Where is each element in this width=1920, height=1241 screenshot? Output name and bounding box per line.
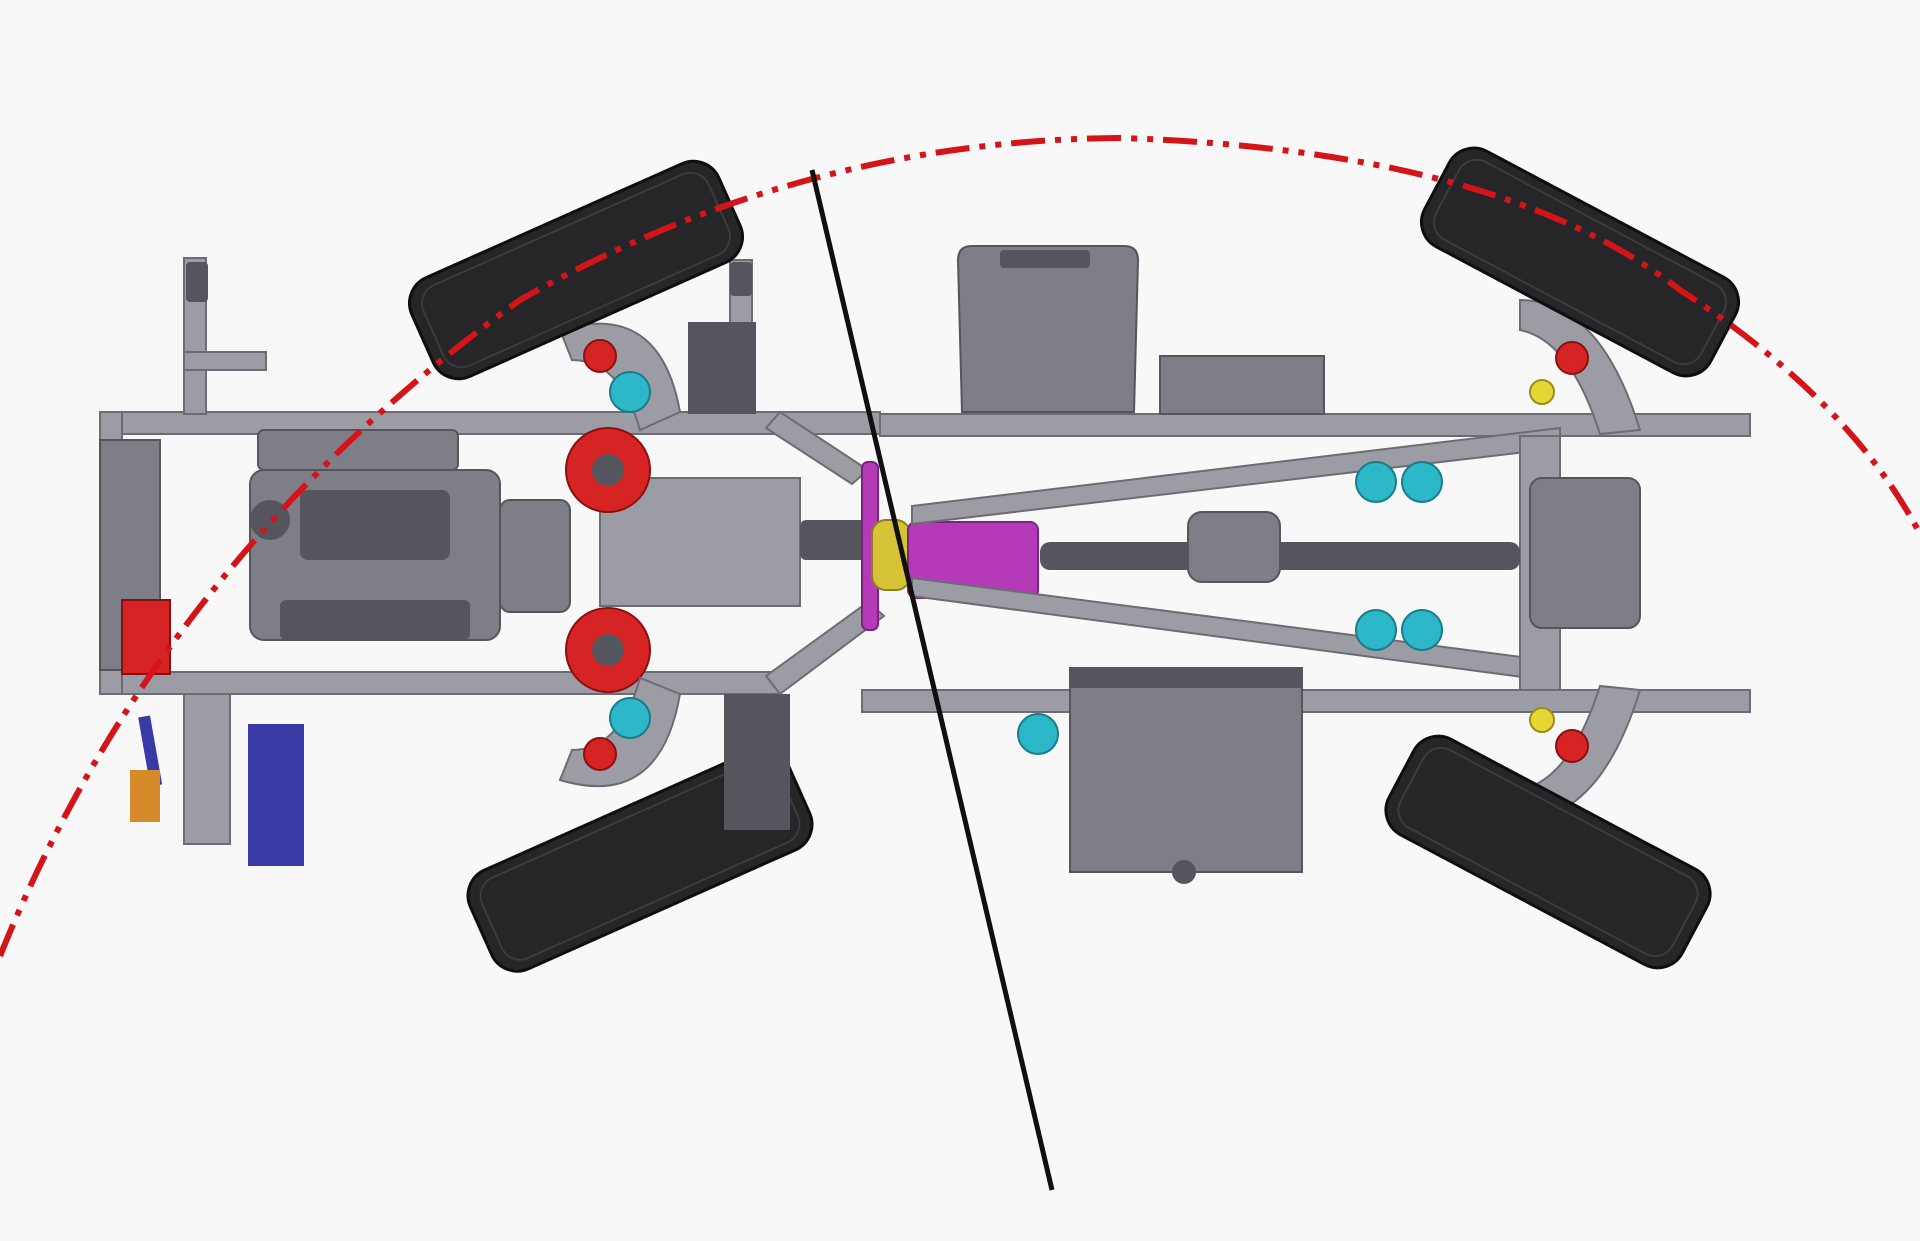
rear-brake-caliper-bottom <box>1555 729 1589 763</box>
turning-radius-arc <box>0 134 1920 958</box>
hub-upper-center <box>592 454 624 486</box>
front-rail-diagonal-upper <box>764 410 870 486</box>
front-brake-caliper-bottom <box>583 737 617 771</box>
engine <box>249 429 571 641</box>
hydraulic-tank-drain <box>1172 860 1196 884</box>
cab-mount-cap <box>186 262 208 302</box>
rear-left-tire <box>1419 146 1741 378</box>
front-rail-diagonal-lower <box>764 600 886 696</box>
rear-indicator-bottom <box>1529 707 1555 733</box>
control-lever <box>138 715 163 787</box>
front-hydraulic-accumulator-top <box>609 371 651 413</box>
control-bracket <box>183 693 231 845</box>
rear-hydraulic-accumulator-3 <box>1355 609 1397 651</box>
front-left-cab-mount <box>183 257 267 415</box>
rear-right-tire <box>1384 734 1712 970</box>
front-lower-bracket-right <box>724 694 790 830</box>
engine-sump <box>280 600 470 640</box>
hydraulic-tank-strap <box>1070 668 1302 688</box>
rear-indicator-top <box>1529 379 1555 405</box>
control-grip <box>130 770 160 822</box>
hydraulic-tank <box>1069 667 1303 884</box>
front-rail-top <box>99 411 881 435</box>
rear-hydraulic-accumulator-1 <box>1355 461 1397 503</box>
articulation-joint <box>861 461 1039 631</box>
rear-differential <box>1529 477 1641 629</box>
engine-head <box>300 490 450 560</box>
driver-controls <box>130 693 304 866</box>
bracket-cap <box>730 262 752 296</box>
rear-driveline <box>1040 477 1641 629</box>
front-driveline-shaft <box>800 520 880 560</box>
battery-box <box>1159 355 1325 415</box>
front-mount-box <box>688 322 756 414</box>
rear-hydraulic-accumulator-2 <box>1401 461 1443 503</box>
front-hydraulic-accumulator-bottom <box>609 697 651 739</box>
cab-mount-bracket <box>183 351 267 371</box>
front-axle-hub-lower <box>565 607 651 693</box>
hydraulic-tank-body <box>1069 667 1303 873</box>
transmission-bell <box>499 499 571 613</box>
control-box <box>248 724 304 866</box>
front-rail-bottom <box>99 671 781 695</box>
rear-hydraulic-accumulator-5 <box>1017 713 1059 755</box>
rear-hydraulic-accumulator-4 <box>1401 609 1443 651</box>
hub-lower-center <box>592 634 624 666</box>
fuel-tank-cap <box>1000 250 1090 268</box>
front-axle-hub-upper <box>565 427 651 513</box>
fuel-tank <box>956 245 1140 413</box>
front-red-marker <box>121 599 171 675</box>
rear-u-joint <box>1187 511 1281 583</box>
front-brake-caliper-top <box>583 339 617 373</box>
fuel-tank-body <box>956 245 1140 413</box>
rear-brake-caliper-top <box>1555 341 1589 375</box>
articulation-axis-line <box>809 169 1055 1191</box>
